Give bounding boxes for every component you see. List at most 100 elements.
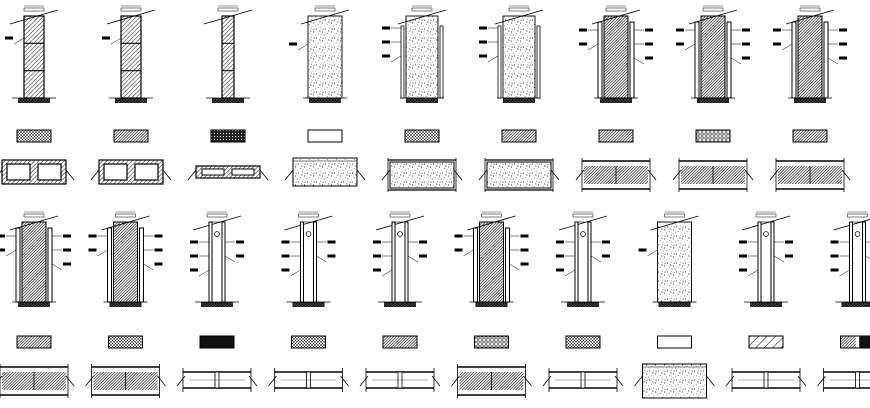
- plan-slab: [389, 161, 455, 189]
- wall-detail-12: [176, 211, 258, 392]
- title-label-box: [605, 7, 627, 12]
- wall-body: [405, 15, 439, 99]
- anchor-bolt: [580, 231, 586, 237]
- plan-arrow-right: [340, 375, 349, 387]
- callout-tag: [676, 42, 684, 46]
- callout-tag: [742, 42, 750, 46]
- plan-arrow-left: [478, 169, 488, 181]
- stud-left: [597, 21, 603, 99]
- stud-left: [791, 21, 797, 99]
- callout-tag: [739, 254, 747, 258]
- wall-detail-15: [451, 211, 532, 398]
- foundation: [794, 98, 826, 103]
- foundation: [841, 302, 870, 307]
- material-swatch: [291, 335, 326, 349]
- block-core: [231, 168, 255, 176]
- callout-tag: [839, 28, 847, 32]
- material-swatch: [598, 129, 634, 143]
- anchor-bolt: [854, 231, 861, 237]
- title-label-box: [115, 213, 136, 218]
- wall-body: [479, 221, 504, 303]
- callout-tag: [830, 268, 839, 272]
- callout-tag: [154, 262, 163, 266]
- callout-tag: [236, 254, 244, 258]
- section-cut-line: [833, 218, 870, 231]
- plan-arrow-right: [356, 169, 366, 181]
- callout-tag: [88, 248, 97, 252]
- drawing-root: [0, 5, 870, 399]
- title-label-box: [23, 7, 45, 12]
- stud-left: [473, 227, 478, 303]
- callout-tag: [830, 254, 839, 258]
- stud-right: [313, 221, 317, 303]
- callout-tag: [556, 268, 564, 272]
- wall-body: [307, 15, 343, 99]
- foundation: [600, 98, 632, 103]
- title-label-box: [206, 213, 228, 218]
- callout-tag: [373, 240, 381, 244]
- section-cut-line: [284, 215, 333, 231]
- callout-tag: [839, 42, 847, 46]
- callout-tag: [382, 40, 390, 44]
- stud-left: [694, 21, 700, 99]
- callout-tag: [742, 28, 750, 32]
- plan-arrow-right: [431, 375, 441, 387]
- plan-arrow-right: [157, 375, 166, 387]
- plan-arrow-left: [284, 169, 294, 181]
- callout-tag: [645, 28, 653, 32]
- title-label-box: [314, 7, 336, 12]
- anchor-bolt: [214, 231, 220, 237]
- anchor-bolt: [397, 231, 403, 237]
- callout-tag: [830, 240, 839, 244]
- plan-arrow-right: [744, 169, 754, 181]
- plan-arrow-left: [542, 375, 552, 387]
- callout-tag: [556, 254, 564, 258]
- block-core: [201, 168, 225, 176]
- callout-tag: [382, 54, 390, 58]
- plan-arrow-right: [259, 169, 269, 181]
- material-swatch: [113, 129, 149, 143]
- material-swatch: [501, 129, 537, 143]
- callout-tag: [382, 26, 390, 30]
- callout-tag: [190, 268, 198, 272]
- stud-right: [404, 221, 409, 303]
- callout-tag: [739, 240, 747, 244]
- stud-right: [770, 221, 775, 303]
- foundation: [658, 302, 691, 307]
- stud-left: [574, 221, 579, 303]
- plan-arrow-right: [706, 375, 715, 387]
- wall-detail-3: [187, 5, 269, 181]
- material-swatch: [199, 335, 235, 349]
- callout-tag: [419, 254, 427, 258]
- callout-tag: [839, 56, 847, 60]
- material-swatch: [108, 335, 143, 349]
- foundation: [475, 302, 508, 307]
- plan-arrow-left: [381, 169, 391, 181]
- callout-tag: [88, 234, 97, 238]
- foundation: [503, 98, 535, 103]
- plan-arrow-left: [85, 375, 94, 387]
- stud-left: [849, 221, 853, 303]
- wall-body: [113, 221, 138, 303]
- material-swatch: [16, 335, 52, 349]
- callout-tag: [579, 42, 587, 46]
- plan-arrow-left: [176, 375, 186, 387]
- wall-detail-17: [634, 211, 715, 399]
- wall-body: [221, 15, 235, 99]
- wall-body: [797, 15, 823, 99]
- callout-tag: [739, 268, 747, 272]
- material-swatch: [792, 129, 828, 143]
- foundation: [212, 98, 244, 103]
- callout-tag: [556, 240, 564, 244]
- callout-tag: [63, 234, 71, 238]
- callout-tag: [479, 26, 487, 30]
- title-label-box: [755, 213, 777, 218]
- material-swatch: [16, 129, 52, 143]
- callout-tag: [373, 268, 381, 272]
- callout-tag: [579, 28, 587, 32]
- callout-tag: [520, 234, 529, 238]
- foundation: [18, 98, 50, 103]
- wall-detail-13: [268, 211, 349, 392]
- plan-arrow-right: [523, 375, 532, 387]
